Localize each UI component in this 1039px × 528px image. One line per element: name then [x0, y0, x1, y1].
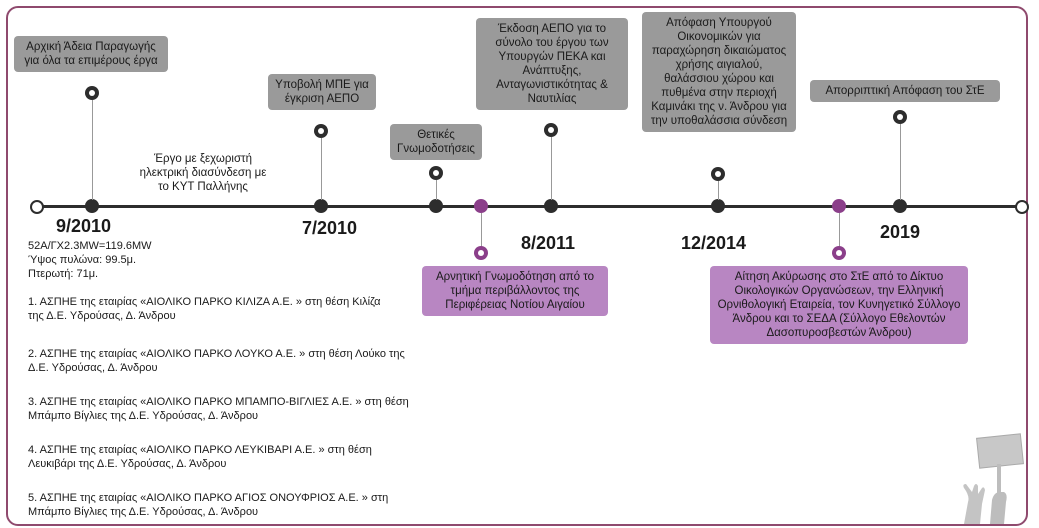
project-line: 1. ΑΣΠΗΕ της εταιρίας «ΑΙΟΛΙΚΟ ΠΑΡΚΟ ΚΙΛ…: [28, 296, 381, 308]
stat-capacity: 52Α/ΓΧ2.3MW=119.6MW: [28, 240, 152, 252]
node-7-2010: [314, 199, 328, 213]
node-annulment: [832, 199, 846, 213]
stem-ministry: [718, 181, 719, 200]
pin-rejection: [893, 110, 907, 124]
stem-rejection: [900, 124, 901, 200]
pin-annulment: [832, 246, 846, 260]
project-item-3: 3. ΑΣΠΗΕ της εταιρίας «ΑΙΟΛΙΚΟ ΠΑΡΚΟ ΜΠΑ…: [28, 395, 409, 423]
year-label-9-2010: 9/2010: [56, 216, 112, 236]
project-line: Μπάμπο Βίγλιες της Δ.Ε. Υδρούσας, Δ. Άνδ…: [28, 410, 259, 422]
axis-end-marker: [1015, 200, 1029, 214]
year-label-8-2011: 8/2011: [521, 233, 576, 253]
event-annulment-request: Αίτηση Ακύρωσης στο ΣτΕ από το Δίκτυο Οι…: [710, 266, 968, 344]
year-label-12-2014: 12/2014: [681, 233, 747, 253]
event-positive-opinions: Θετικές Γνωμοδοτήσεις: [390, 124, 482, 160]
project-line: 5. ΑΣΠΗΕ της εταιρίας «ΑΙΟΛΙΚΟ ΠΑΡΚΟ ΑΓΙ…: [28, 492, 389, 504]
project-line: Λευκιβάρι της Δ.Ε. Υδρούσας, Δ. Άνδρου: [28, 458, 227, 470]
project-line: 4. ΑΣΠΗΕ της εταιρίας «ΑΙΟΛΙΚΟ ΠΑΡΚΟ ΛΕΥ…: [28, 444, 372, 456]
node-2019: [893, 199, 907, 213]
event-negative-opinion: Αρνητική Γνωμοδότηση από το τμήμα περιβά…: [422, 266, 608, 316]
stem-initial-permit: [92, 100, 93, 200]
node-12-2014: [711, 199, 725, 213]
year-label-7-2010: 7/2010: [302, 218, 358, 238]
year-label-2019: 2019: [880, 222, 921, 242]
pin-aepo: [544, 123, 558, 137]
project-stats: 52Α/ΓΧ2.3MW=119.6MW Ύψος πυλώνα: 99.5μ. …: [28, 239, 152, 281]
project-item-2: 2. ΑΣΠΗΕ της εταιρίας «ΑΙΟΛΙΚΟ ΠΑΡΚΟ ΛΟΥ…: [28, 347, 405, 375]
pin-negative: [474, 246, 488, 260]
stem-aepo: [551, 137, 552, 200]
node-9-2010: [85, 199, 99, 213]
axis-start-marker: [30, 200, 44, 214]
event-initial-permit: Αρχική Άδεια Παραγωγής για όλα τα επιμέρ…: [14, 36, 168, 72]
pin-opinions: [429, 166, 443, 180]
event-aepo-issue: Έκδοση ΑΕΠΟ για το σύνολο του έργου των …: [476, 18, 628, 110]
protest-sign-icon: [963, 433, 1024, 524]
project-line: 3. ΑΣΠΗΕ της εταιρίας «ΑΙΟΛΙΚΟ ΠΑΡΚΟ ΜΠΑ…: [28, 396, 409, 408]
node-opinions: [429, 199, 443, 213]
project-item-5: 5. ΑΣΠΗΕ της εταιρίας «ΑΙΟΛΙΚΟ ΠΑΡΚΟ ΑΓΙ…: [28, 491, 388, 519]
project-line: 2. ΑΣΠΗΕ της εταιρίας «ΑΙΟΛΙΚΟ ΠΑΡΚΟ ΛΟΥ…: [28, 348, 405, 360]
project-line: Δ.Ε. Υδρούσας, Δ. Άνδρου: [28, 362, 158, 374]
pin-mpe: [314, 124, 328, 138]
event-separate-connection: Έργο με ξεχωριστή ηλεκτρική διασύνδεση μ…: [139, 153, 267, 193]
node-8-2011: [544, 199, 558, 213]
event-ministry-decision: Απόφαση Υπουργού Οικονομικών για παραχώρ…: [642, 12, 796, 132]
stem-mpe: [321, 138, 322, 200]
event-mpe-submission: Υποβολή ΜΠΕ για έγκριση ΑΕΠΟ: [268, 74, 376, 110]
stem-opinions: [436, 180, 437, 200]
stat-wing: Πτερωτή: 71μ.: [28, 268, 99, 280]
timeline-axis: [38, 205, 1021, 208]
pin-initial-permit: [85, 86, 99, 100]
project-line: Μπάμπο Βίγλιες της Δ.Ε. Υδρούσας, Δ. Άνδ…: [28, 506, 259, 518]
event-rejection-decision: Απορριπτική Απόφαση του ΣτΕ: [810, 80, 1000, 102]
node-negative-opinion: [474, 199, 488, 213]
project-line: της Δ.Ε. Υδρούσας, Δ. Άνδρου: [28, 310, 176, 322]
stat-tower-height: Ύψος πυλώνα: 99.5μ.: [28, 254, 137, 266]
stem-annulment: [839, 213, 840, 247]
project-item-1: 1. ΑΣΠΗΕ της εταιρίας «ΑΙΟΛΙΚΟ ΠΑΡΚΟ ΚΙΛ…: [28, 295, 381, 323]
stem-negative: [481, 213, 482, 247]
pin-ministry: [711, 167, 725, 181]
project-item-4: 4. ΑΣΠΗΕ της εταιρίας «ΑΙΟΛΙΚΟ ΠΑΡΚΟ ΛΕΥ…: [28, 443, 372, 471]
